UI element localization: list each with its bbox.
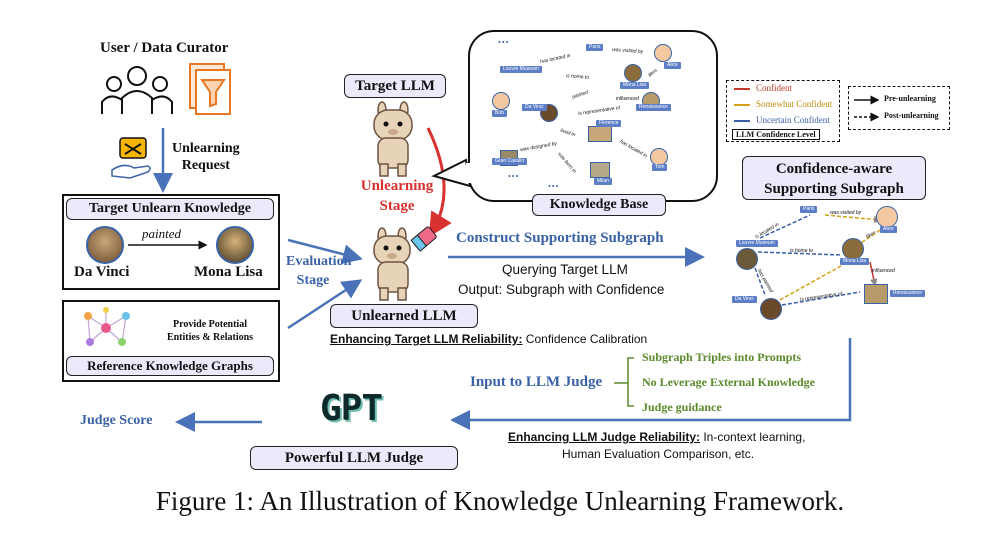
unlearning-arrow (426, 127, 452, 238)
kb-node-alice: Alice (664, 62, 681, 69)
kb-node-renaissance: Renaissance (636, 104, 671, 111)
legend-line-icons (854, 95, 880, 122)
kb-florence-image (588, 126, 612, 142)
judge-input-label: Input to LLM Judge (470, 374, 603, 390)
subgraph-edges (754, 214, 882, 306)
reliability2-head: Enhancing LLM Judge Reliability: (508, 430, 701, 444)
judge-item-1: No Leverage External Knowledge (642, 375, 815, 389)
data-filter-icon (189, 63, 231, 115)
reference-title: Reference Knowledge Graphs (66, 356, 274, 376)
kb-ellipsis-bottom-2: ••• (548, 182, 560, 191)
kb-ellipsis-top: ••• (498, 38, 510, 47)
evaluation-stage-label: Evaluation Stage (286, 254, 352, 288)
sg-node-louvre: Louvre Museum (736, 240, 778, 247)
kb-milan-image (590, 162, 610, 178)
kb-node-mona-lisa: Mona Lisa (620, 82, 650, 89)
relation-label: painted (142, 226, 181, 241)
request-tools-icon (111, 137, 151, 179)
target-llm-label: Target LLM (344, 74, 446, 98)
judge-item-2: Judge guidance (642, 400, 722, 414)
llm-judge-title: Powerful LLM Judge (250, 446, 458, 470)
legend-post-label: Post-unlearning (884, 111, 939, 120)
reliability1: Enhancing Target LLM Reliability: Confid… (330, 332, 647, 346)
unlearning-stage-label: Unlearning Stage (360, 178, 434, 214)
kb-edge-label-10: influenced (616, 96, 639, 102)
sg-mona-lisa-avatar (842, 238, 864, 260)
judge-input-arrow (450, 338, 852, 430)
legend-uncertain-swatch (734, 120, 750, 122)
sg-louvre-avatar (736, 248, 758, 270)
reliability1-head: Enhancing Target LLM Reliability: (330, 332, 523, 346)
people-icon (101, 66, 173, 114)
sg-alice-avatar (876, 206, 898, 228)
query-label: Querying Target LLM (502, 262, 628, 277)
reliability2-line2: Human Evaluation Comparison, etc. (562, 447, 755, 461)
object-label: Mona Lisa (194, 264, 263, 280)
sg-node-renaissance: Renaissance (890, 290, 925, 297)
sg-renaissance-image (864, 284, 888, 304)
kb-node-florence: Florence (596, 120, 622, 127)
legend-somewhat-swatch (734, 104, 750, 106)
reference-box (62, 300, 280, 382)
mona-lisa-avatar (216, 226, 254, 264)
kb-node-gran-cavallo: Gran Cavallo (492, 158, 528, 165)
stage-legend (848, 86, 950, 130)
legend-title: LLM Confidence Level (732, 129, 820, 140)
subject-label: Da Vinci (74, 264, 130, 280)
reliability2-rest: In-context learning, (700, 430, 806, 444)
curator-title: User / Data Curator (100, 40, 229, 56)
sg-node-da-vinci: Da Vinci (732, 296, 757, 303)
sg-edge-label-0: was visited by (830, 210, 862, 216)
unlearned-llama-icon (373, 226, 437, 301)
reliability1-rest: Confidence Calibration (522, 332, 648, 346)
legend-somewhat-label: Somewhat Confident (756, 99, 833, 109)
subgraph-title: Confidence-aware Supporting Subgraph (742, 156, 926, 200)
target-knowledge-title: Target Unlearn Knowledge (66, 198, 274, 220)
da-vinci-avatar (86, 226, 124, 264)
confidence-legend (726, 80, 840, 142)
reliability2: Enhancing LLM Judge Reliability: In-cont… (508, 430, 805, 444)
knowledge-graph-icon (84, 307, 130, 346)
kb-node-louvre: Louvre Museum (500, 66, 542, 73)
reference-desc: Provide Potential Entities & Relations (166, 319, 254, 343)
figure-caption: Figure 1: An Illustration of Knowledge U… (155, 486, 845, 516)
reference-to-llm-arrow (287, 279, 363, 330)
sg-node-alice: Alice (880, 226, 897, 233)
legend-pre-label: Pre-unlearning (884, 94, 936, 103)
kb-mona-lisa-avatar (624, 64, 642, 82)
kb-node-bob: Bob (492, 110, 507, 117)
sg-edge-label-5: influenced (872, 268, 895, 274)
kb-node-milan: Milan (594, 178, 612, 185)
kb-node-tom: Tom (652, 164, 668, 171)
sg-edge-label-3: is home to (790, 248, 814, 254)
sg-node-mona-lisa: Mona Lisa (840, 258, 870, 265)
kb-node-da-vinci: Da Vinci (522, 104, 547, 111)
relation-arrow (128, 240, 208, 250)
target-knowledge-box (62, 194, 280, 290)
sg-node-paris: Paris (800, 206, 818, 213)
target-to-llm-arrow (287, 238, 363, 264)
sg-da-vinci-avatar (760, 298, 782, 320)
judge-item-0: Subgraph Triples into Prompts (642, 350, 802, 364)
kb-ellipsis-bottom: ••• (508, 172, 520, 181)
unlearning-request-label: Unlearning Request (172, 141, 240, 173)
target-llama-icon (373, 101, 413, 177)
legend-confident-label: Confident (756, 83, 792, 93)
legend-uncertain-label: Uncertain Confident (756, 115, 830, 125)
construct-label: Construct Supporting Subgraph (456, 230, 664, 246)
legend-confident-swatch (734, 88, 750, 90)
gpt-logo: GPT (320, 388, 383, 429)
judge-bracket (627, 357, 634, 407)
knowledge-base-title: Knowledge Base (532, 194, 666, 216)
kb-alice-avatar (654, 44, 672, 62)
kb-node-paris: Paris (586, 44, 604, 51)
output-label: Output: Subgraph with Confidence (458, 282, 665, 297)
judge-score-label: Judge Score (80, 413, 153, 428)
kb-bob-avatar (492, 92, 510, 110)
unlearned-llm-label: Unlearned LLM (330, 304, 478, 328)
